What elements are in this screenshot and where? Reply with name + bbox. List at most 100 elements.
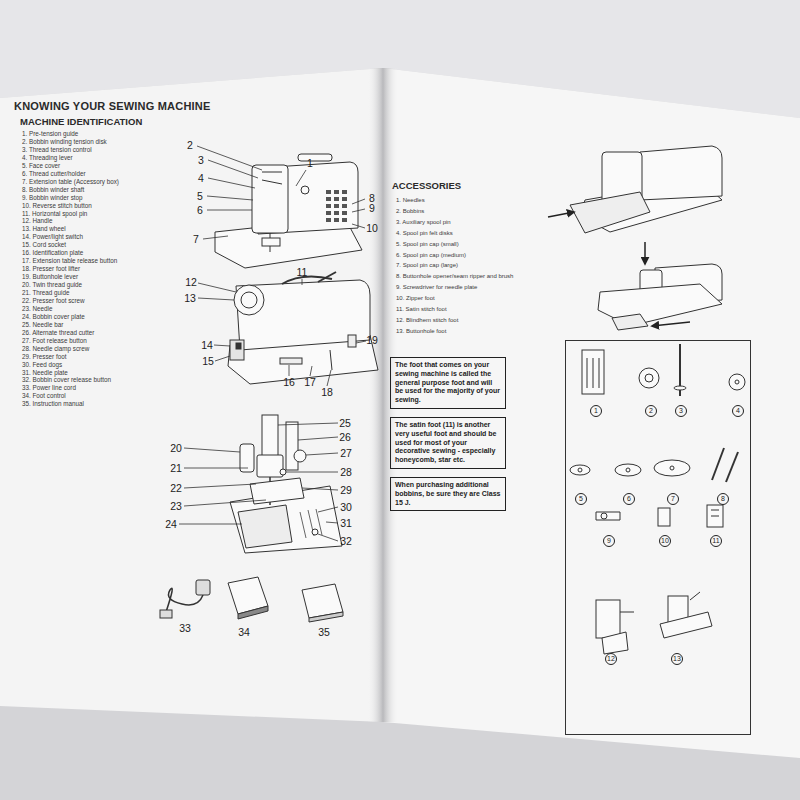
callout-number: 27 — [340, 447, 352, 459]
accessory-list-item: 5. Spool pin cap (small) — [396, 241, 459, 247]
item-number: 10 — [659, 535, 671, 547]
part-list-item: 24. Bobbin cover plate — [22, 313, 85, 320]
extension-table-illustration — [548, 146, 722, 330]
callout-number: 33 — [179, 622, 191, 634]
accessory-list-item: 3. Auxiliary spool pin — [396, 219, 451, 225]
callout-number: 28 — [340, 466, 352, 478]
part-list-item: 9. Bobbin winder stop — [22, 194, 83, 201]
item-number: 1 — [590, 405, 602, 417]
part-list-item: 6. Thread cutter/holder — [22, 170, 86, 177]
part-list-item: 22. Presser foot screw — [22, 297, 85, 304]
callout-number: 16 — [283, 376, 295, 388]
part-list-item: 18. Presser foot lifter — [22, 265, 80, 272]
item-number: 9 — [603, 535, 615, 547]
accessory-list-item: 13. Buttonhole foot — [396, 328, 446, 334]
part-list-item: 21. Thread guide — [22, 289, 70, 296]
part-list-item: 20. Twin thread guide — [22, 281, 82, 288]
part-list-item: 27. Foot release button — [22, 337, 87, 344]
callout-number: 14 — [201, 339, 213, 351]
part-list-item: 4. Threading lever — [22, 154, 73, 161]
section-heading: ACCESSORIES — [392, 180, 461, 191]
callout-number: 25 — [339, 417, 351, 429]
callout-number: 17 — [304, 376, 316, 388]
item-number: 12 — [605, 653, 617, 665]
item-number: 3 — [675, 405, 687, 417]
part-list-item: 28. Needle clamp screw — [22, 345, 89, 352]
callout-number: 11 — [297, 266, 308, 278]
part-list-item: 32. Bobbin cover release button — [22, 376, 111, 383]
part-list-item: 26. Alternate thread cutter — [22, 329, 94, 336]
part-list-item: 3. Thread tension control — [22, 146, 92, 153]
accessory-list-item: 1. Needles — [396, 197, 425, 203]
callout-number: 18 — [321, 386, 333, 398]
item-number: 11 — [710, 535, 722, 547]
included-items — [160, 577, 343, 622]
callout-number: 2 — [187, 139, 193, 151]
accessory-list-item: 11. Satin stitch foot — [396, 306, 447, 312]
machine-front-view — [215, 154, 362, 268]
callout-number: 9 — [369, 202, 375, 214]
page-heading: KNOWING YOUR SEWING MACHINE — [14, 100, 210, 112]
note-box: When purchasing additional bobbins, be s… — [390, 477, 506, 511]
machine-back-view — [228, 272, 378, 384]
part-list-item: 10. Reverse stitch button — [22, 202, 92, 209]
right-page — [383, 68, 800, 758]
note-text: When purchasing additional bobbins, be s… — [395, 481, 501, 507]
callout-number: 35 — [318, 626, 330, 638]
needle-area-closeup — [230, 415, 342, 553]
accessory-pictures — [570, 344, 745, 654]
part-list-item: 19. Buttonhole lever — [22, 273, 78, 280]
callout-number: 13 — [184, 292, 196, 304]
part-list-item: 16. Identification plate — [22, 249, 83, 256]
accessory-list-item: 4. Spool pin felt disks — [396, 230, 453, 236]
accessory-panel: 12345678910111213 — [565, 340, 751, 735]
item-number: 7 — [667, 493, 679, 505]
callout-number: 34 — [238, 626, 250, 638]
note-text: The foot that comes on your sewing machi… — [395, 361, 501, 405]
part-list-item: 31. Needle plate — [22, 369, 68, 376]
part-list-item: 25. Needle bar — [22, 321, 63, 328]
item-number: 4 — [732, 405, 744, 417]
callout-number: 26 — [339, 431, 351, 443]
part-list-item: 14. Power/light switch — [22, 233, 83, 240]
callout-number: 29 — [340, 484, 352, 496]
part-list-item: 30. Feed dogs — [22, 361, 62, 368]
item-number: 5 — [575, 493, 587, 505]
callout-number: 21 — [170, 462, 182, 474]
part-list-item: 2. Bobbin winding tension disk — [22, 138, 107, 145]
item-number: 8 — [717, 493, 729, 505]
callout-number: 4 — [198, 172, 204, 184]
left-page — [0, 68, 383, 722]
accessory-list-item: 10. Zipper foot — [396, 295, 435, 301]
part-list-item: 15. Cord socket — [22, 241, 66, 248]
part-list-item: 34. Foot control — [22, 392, 66, 399]
callout-number: 22 — [170, 482, 182, 494]
section-heading: MACHINE IDENTIFICATION — [20, 116, 142, 127]
callout-number: 12 — [185, 276, 197, 288]
accessory-list-item: 2. Bobbins — [396, 208, 424, 214]
note-text: The satin foot (11) is another very usef… — [395, 421, 501, 465]
accessory-list-item: 8. Buttonhole opener/seam ripper and bru… — [396, 273, 513, 279]
callout-number: 19 — [366, 334, 378, 346]
callout-number: 23 — [170, 500, 182, 512]
callout-number: 24 — [165, 518, 177, 530]
note-box: The foot that comes on your sewing machi… — [390, 357, 506, 409]
callout-number: 15 — [202, 355, 214, 367]
part-list-item: 35. Instruction manual — [22, 400, 84, 407]
accessory-list-item: 12. Blindhem stitch foot — [396, 317, 458, 323]
item-number: 6 — [623, 493, 635, 505]
callout-number: 30 — [340, 501, 352, 513]
part-list-item: 5. Face cover — [22, 162, 60, 169]
part-list-item: 7. Extension table (Accessory box) — [22, 178, 119, 185]
accessory-list-item: 9. Screwdriver for needle plate — [396, 284, 477, 290]
accessory-list-item: 6. Spool pin cap (medium) — [396, 252, 466, 258]
callout-number: 1 — [307, 157, 313, 169]
gutter-shadow — [368, 68, 398, 722]
callout-number: 10 — [366, 222, 378, 234]
note-box: The satin foot (11) is another very usef… — [390, 417, 506, 469]
part-list-item: 33. Power line cord — [22, 384, 76, 391]
part-list-item: 17. Extension table release button — [22, 257, 117, 264]
part-list-item: 11. Horizontal spool pin — [22, 210, 87, 217]
